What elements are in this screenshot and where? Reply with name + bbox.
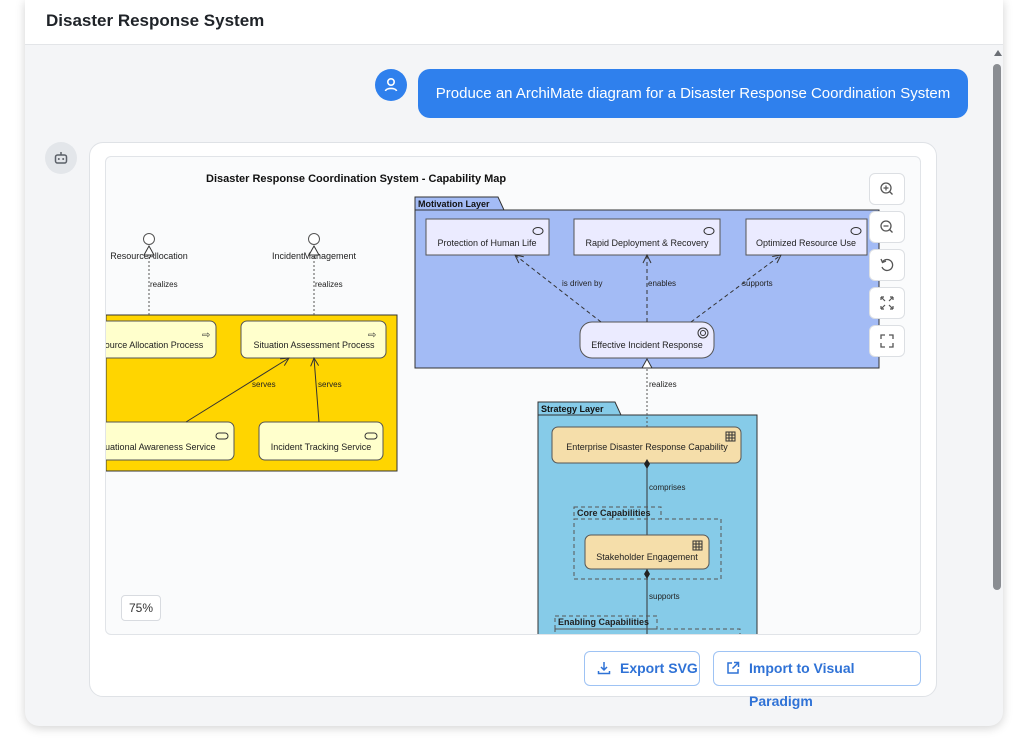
relation-label-supports: supports [649, 592, 680, 601]
outcome-target-icon [697, 327, 709, 339]
situational-awareness-service-box[interactable] [106, 421, 235, 461]
relation-label-serves: serves [252, 380, 276, 389]
incident-tracking-service-box[interactable] [258, 421, 384, 461]
goal-icon [532, 227, 544, 235]
goal-icon [850, 227, 862, 235]
supports-connector [690, 255, 781, 323]
external-link-icon [727, 661, 740, 674]
situational-awareness-service-label: Situational Awareness Service [106, 442, 215, 452]
diagram-title: Disaster Response Coordination System - … [206, 173, 506, 185]
relation-label-is-driven-by: is driven by [562, 279, 602, 288]
incident-tracking-service-label: Incident Tracking Service [271, 442, 372, 452]
zoom-in-button[interactable] [869, 173, 905, 205]
composition-diamond-icon [644, 459, 650, 469]
user-avatar [375, 69, 407, 101]
vertical-scrollbar[interactable] [991, 46, 1003, 726]
enterprise-capability-label: Enterprise Disaster Response Capability [566, 442, 728, 452]
fit-screen-icon [880, 296, 894, 310]
process-arrow-icon: ⇨ [202, 330, 210, 341]
resource-allocation-interface-label: ResourceAllocation [110, 251, 188, 261]
download-icon [597, 662, 611, 675]
zoom-out-icon [880, 220, 893, 233]
resource-allocation-process-label: Resource Allocation Process [106, 340, 204, 350]
serves-connector [185, 358, 289, 423]
relation-label-realizes: realizes [315, 280, 343, 289]
situation-assessment-process-label: Situation Assessment Process [253, 340, 375, 350]
assistant-response-card: Disaster Response Coordination System - … [89, 142, 937, 709]
protection-of-human-life-label: Protection of Human Life [437, 238, 536, 248]
reset-zoom-button[interactable] [869, 249, 905, 281]
enabling-capabilities-tab [554, 615, 658, 630]
zoom-out-button[interactable] [869, 211, 905, 243]
rapid-deployment-goal[interactable] [573, 218, 721, 256]
zoom-in-icon [880, 182, 893, 195]
optimized-resource-use-label: Optimized Resource Use [756, 238, 856, 248]
scrollbar-thumb[interactable] [993, 64, 1001, 590]
bot-avatar [45, 142, 77, 174]
zoom-level-badge: 75% [121, 595, 161, 621]
effective-incident-response-label: Effective Incident Response [591, 340, 702, 350]
incident-management-interface-label: IncidentManagement [272, 251, 357, 261]
fullscreen-icon [880, 334, 894, 348]
motivation-layer-label: Motivation Layer [418, 199, 490, 209]
robot-icon [54, 152, 68, 164]
relation-label-enables: enables [648, 279, 676, 288]
import-visual-paradigm-label: Import to Visual Paradigm [749, 660, 855, 709]
composition-diamond-icon [644, 569, 650, 579]
diagram-canvas[interactable]: Disaster Response Coordination System - … [105, 156, 921, 635]
archimate-diagram[interactable]: Disaster Response Coordination System - … [106, 157, 920, 634]
title-bar: Disaster Response System [25, 0, 1003, 45]
core-capabilities-label: Core Capabilities [577, 508, 651, 518]
enabling-capabilities-label: Enabling Capabilities [558, 617, 649, 627]
user-message-bubble: Produce an ArchiMate diagram for a Disas… [418, 69, 968, 118]
fullscreen-button[interactable] [869, 325, 905, 357]
goal-icon [703, 227, 715, 235]
capability-icon [692, 540, 703, 551]
export-svg-label: Export SVG [620, 660, 698, 676]
import-visual-paradigm-button[interactable]: Import to Visual Paradigm [713, 651, 921, 709]
core-capabilities-tab [573, 506, 662, 520]
app-window: Disaster Response System Produce an Arch… [25, 0, 1003, 726]
relation-label-comprises: comprises [649, 483, 685, 492]
stakeholder-engagement-label: Stakeholder Engagement [596, 552, 698, 562]
optimized-resource-use-goal[interactable] [745, 218, 868, 256]
resource-allocation-interface-icon [143, 233, 155, 245]
incident-management-interface-icon [308, 233, 320, 245]
capability-icon [725, 431, 736, 442]
user-icon [384, 78, 398, 92]
serves-connector [314, 358, 320, 423]
fit-to-screen-button[interactable] [869, 287, 905, 319]
app-title: Disaster Response System [46, 11, 265, 30]
process-arrow-icon: ⇨ [368, 330, 376, 341]
enabling-capabilities-group [554, 628, 741, 634]
service-icon [364, 432, 378, 440]
relation-label-realizes: realizes [649, 380, 677, 389]
relation-label-serves: serves [318, 380, 342, 389]
reset-icon [880, 258, 894, 272]
export-svg-button[interactable]: Export SVG [584, 651, 700, 686]
protection-of-human-life-goal[interactable] [425, 218, 550, 256]
scroll-up-arrow-icon[interactable] [994, 50, 1002, 56]
resource-allocation-process-box[interactable] [106, 320, 217, 359]
rapid-deployment-label: Rapid Deployment & Recovery [585, 238, 709, 248]
strategy-layer-label: Strategy Layer [541, 404, 604, 414]
service-icon [215, 432, 229, 440]
relation-label-supports: supports [742, 279, 773, 288]
relation-label-realizes: realizes [150, 280, 178, 289]
